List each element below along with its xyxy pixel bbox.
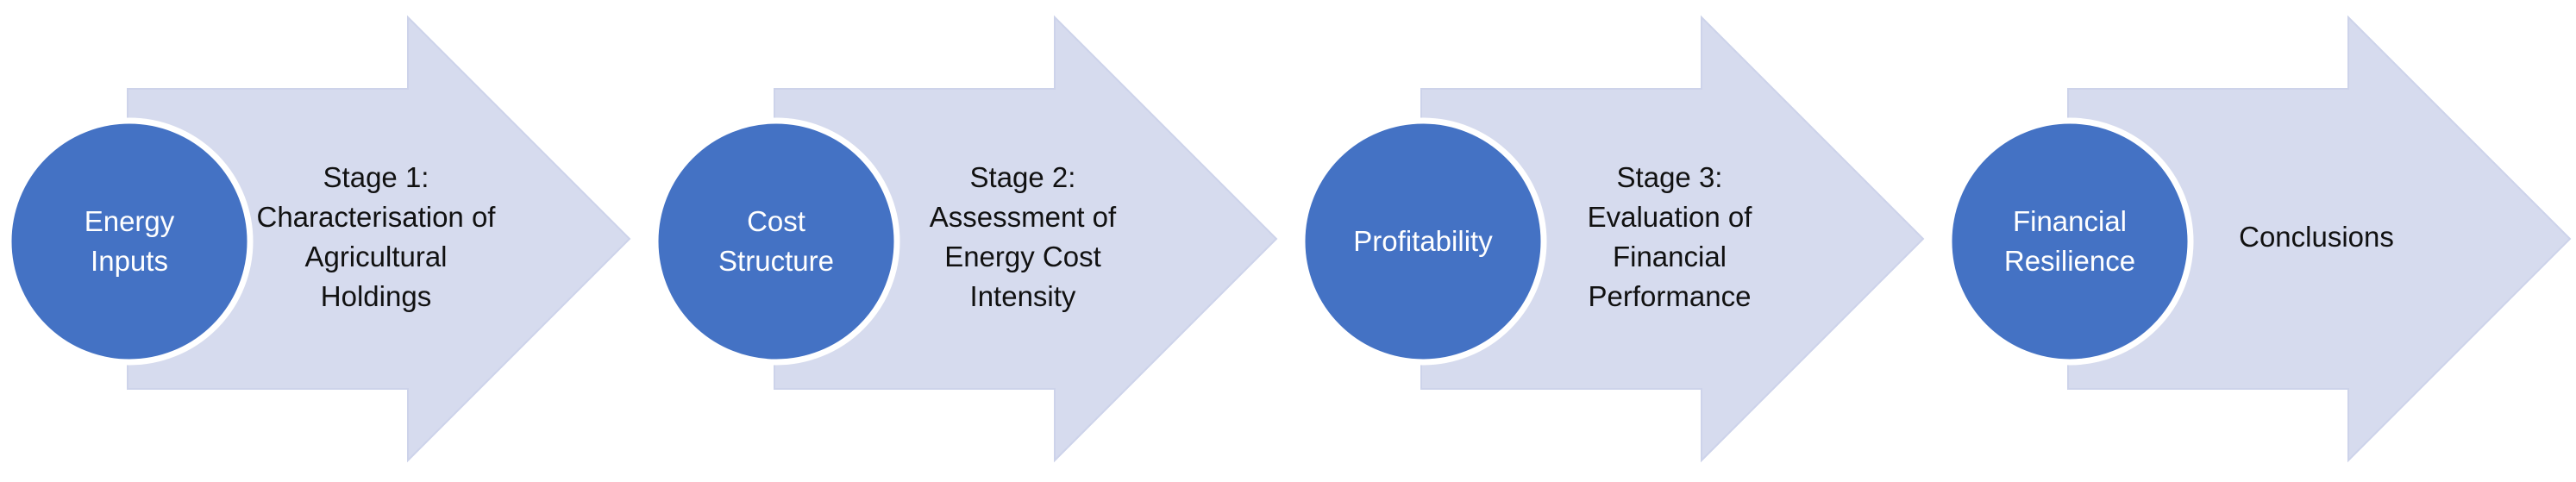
step-2-stage-label: Stage 2: Assessment of Energy Cost Inten… [929,161,1117,312]
step-1-stage-label: Stage 1: Characterisation of Agricultura… [256,161,496,312]
step-1-arrow-shape [127,15,631,463]
step-1-circle-label: Energy Inputs [84,205,175,277]
step-2-circle [652,117,900,366]
step-4-circle-label: Financial Resilience [2003,205,2136,277]
step-4-circle [1946,117,2194,366]
step-1-arrow [127,15,631,463]
step-3-circle [1299,117,1547,366]
step-4-arrow-shape [2067,15,2572,463]
step-2-arrow [774,15,1278,463]
step-3-arrow [1420,15,1925,463]
step-3-arrow-shape [1420,15,1925,463]
step-4-stage-label: Conclusions [2239,221,2394,253]
step-3-stage-label: Stage 3: Evaluation of Financial Perform… [1587,161,1752,312]
step-2-circle-label: Cost Structure [718,205,834,277]
step-3-circle-label: Profitability [1353,225,1493,257]
step-2-arrow-shape [774,15,1278,463]
step-1-circle [5,117,254,366]
step-4-arrow [2067,15,2572,463]
